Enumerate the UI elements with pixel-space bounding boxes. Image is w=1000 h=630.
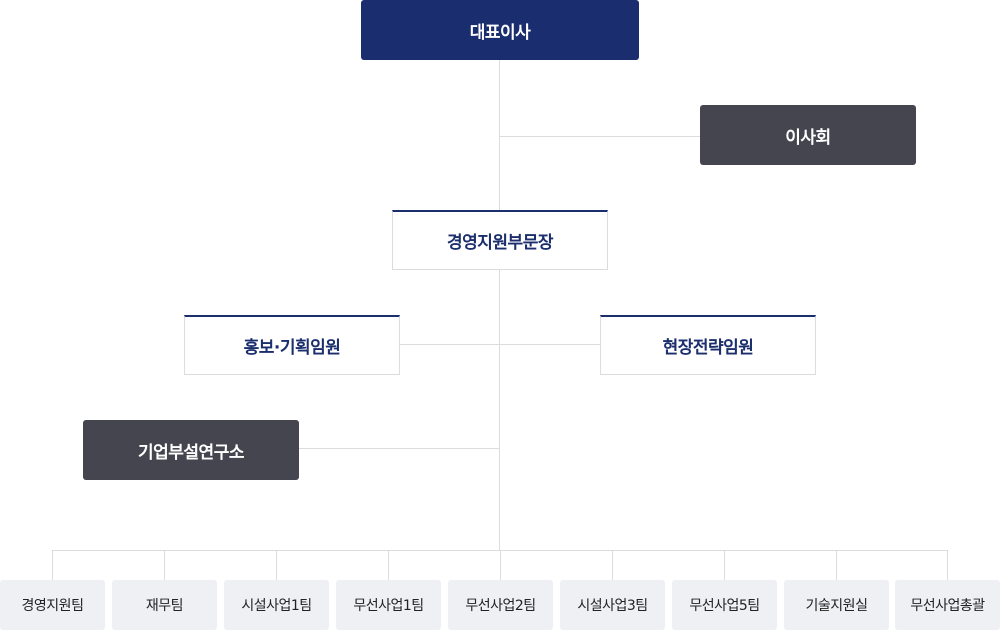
team-label: 무선사업총괄 bbox=[910, 598, 985, 614]
team-box: 시설사업1팀 bbox=[224, 580, 329, 630]
team-drop-connector bbox=[612, 550, 613, 580]
team-drop-connector bbox=[52, 550, 53, 580]
team-box: 무선사업총괄 bbox=[895, 580, 1000, 630]
team-label: 무선사업5팀 bbox=[689, 598, 760, 614]
board-connector bbox=[499, 136, 700, 137]
team-label: 시설사업3팀 bbox=[577, 598, 648, 614]
team-box: 재무팀 bbox=[112, 580, 217, 630]
team-box: 기술지원실 bbox=[784, 580, 889, 630]
head-box: 경영지원부문장 bbox=[392, 210, 608, 270]
team-label: 경영지원팀 bbox=[21, 598, 84, 614]
ceo-box: 대표이사 bbox=[361, 0, 639, 60]
team-drop-connector bbox=[276, 550, 277, 580]
team-label: 기술지원실 bbox=[805, 598, 868, 614]
head-label: 경영지원부문장 bbox=[447, 233, 553, 253]
team-box: 무선사업2팀 bbox=[448, 580, 553, 630]
right-exec-box: 현장전략임원 bbox=[600, 315, 816, 375]
left-exec-label: 홍보·기획임원 bbox=[243, 338, 341, 358]
team-drop-connector bbox=[164, 550, 165, 580]
team-label: 무선사업2팀 bbox=[465, 598, 536, 614]
team-box: 무선사업5팀 bbox=[672, 580, 777, 630]
board-label: 이사회 bbox=[785, 127, 831, 148]
ceo-label: 대표이사 bbox=[469, 22, 531, 43]
right-exec-label: 현장전략임원 bbox=[662, 338, 754, 358]
left-exec-box: 홍보·기획임원 bbox=[184, 315, 400, 375]
exec-horizontal-connector bbox=[399, 344, 600, 345]
lab-label: 기업부설연구소 bbox=[138, 442, 244, 463]
main-vertical-connector bbox=[499, 60, 500, 550]
team-drop-connector bbox=[388, 550, 389, 580]
team-box: 시설사업3팀 bbox=[560, 580, 665, 630]
board-box: 이사회 bbox=[700, 105, 916, 165]
team-label: 무선사업1팀 bbox=[353, 598, 424, 614]
team-label: 재무팀 bbox=[145, 598, 184, 614]
lab-connector bbox=[298, 448, 499, 449]
team-label: 시설사업1팀 bbox=[241, 598, 312, 614]
team-box: 무선사업1팀 bbox=[336, 580, 441, 630]
team-drop-connector bbox=[500, 550, 501, 580]
team-drop-connector bbox=[947, 550, 948, 580]
lab-box: 기업부설연구소 bbox=[83, 420, 299, 480]
team-drop-connector bbox=[836, 550, 837, 580]
team-box: 경영지원팀 bbox=[0, 580, 105, 630]
team-drop-connector bbox=[724, 550, 725, 580]
